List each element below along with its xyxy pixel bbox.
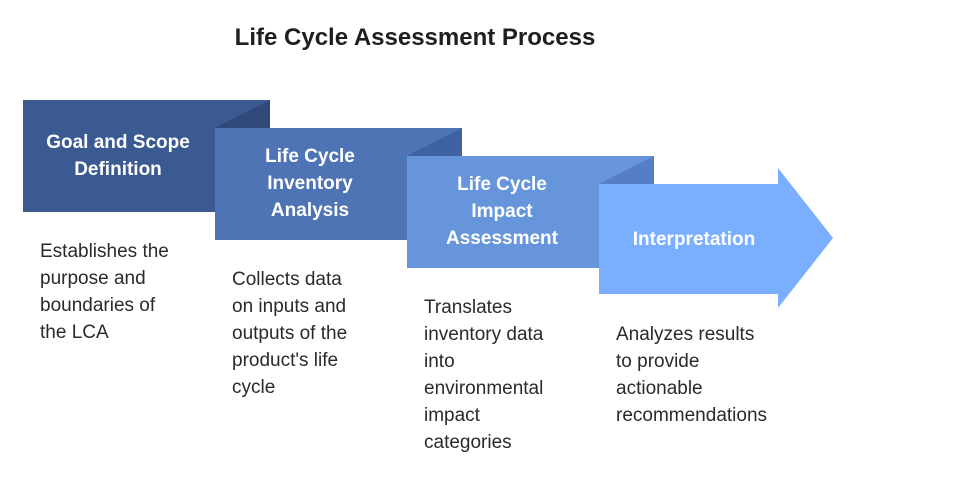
- diagram-title: Life Cycle Assessment Process: [234, 24, 596, 51]
- step-1-fold: [215, 100, 270, 128]
- step-2-label: Life Cycle Inventory Analysis: [265, 146, 355, 221]
- step-3-label: Life Cycle Impact Assessment: [446, 174, 558, 249]
- step-4-arrow: [599, 168, 833, 308]
- step-2-fold: [407, 128, 462, 156]
- step-4-label: Interpretation: [632, 229, 756, 250]
- step-1-label: Goal and Scope Definition: [46, 132, 190, 180]
- step-3-description: Translates inventory data into environme…: [424, 297, 544, 453]
- step-3-fold: [599, 156, 654, 184]
- step-2-description: Collects data on inputs and outputs of t…: [232, 269, 348, 398]
- step-1-description: Establishes the purpose and boundaries o…: [40, 241, 169, 343]
- step-4-description: Analyzes results to provide actionable r…: [616, 324, 768, 426]
